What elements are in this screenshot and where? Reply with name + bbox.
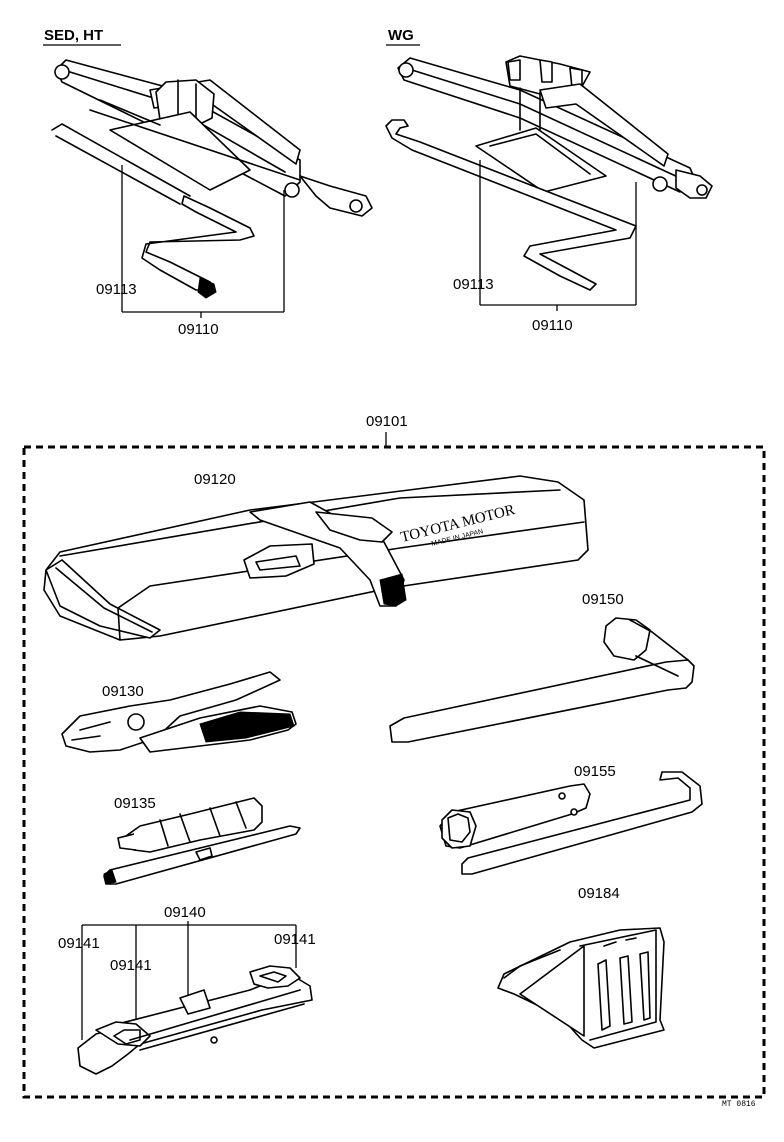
- figure-code: MT 0816: [722, 1100, 756, 1109]
- tool-kit: 09101 09120 TOYOTA MOTOR MADE IN JAPAN 0…: [22, 413, 766, 1099]
- label-09113-left: 09113: [96, 281, 137, 298]
- label-09155: 09155: [574, 763, 616, 780]
- label-09120: 09120: [194, 471, 236, 488]
- wrench-set[interactable]: [77, 965, 313, 1075]
- screwdriver[interactable]: [103, 797, 301, 885]
- label-09141-a: 09141: [58, 935, 100, 952]
- label-09110-left: 09110: [178, 321, 219, 338]
- tool-kit-dashed-frame: [22, 445, 766, 1099]
- label-09113-right: 09113: [453, 276, 494, 293]
- wheel-chock[interactable]: [497, 927, 665, 1049]
- tool-bag[interactable]: TOYOTA MOTOR MADE IN JAPAN: [43, 475, 589, 641]
- scissor-jack-sed-ht[interactable]: [51, 59, 373, 299]
- label-09140: 09140: [164, 904, 206, 921]
- group-wg: WG 09113: [385, 27, 713, 334]
- label-09130: 09130: [102, 683, 144, 700]
- plug-wrench[interactable]: [439, 771, 703, 875]
- label-09184: 09184: [578, 885, 620, 902]
- label-09110-right: 09110: [532, 317, 573, 334]
- label-09141-c: 09141: [274, 931, 316, 948]
- group-sed-ht: SED, HT: [43, 27, 373, 338]
- label-09135: 09135: [114, 795, 156, 812]
- label-09141-b: 09141: [110, 957, 152, 974]
- group-header-wg: WG: [388, 27, 414, 44]
- group-header-sed-ht: SED, HT: [44, 27, 103, 44]
- scissor-jack-wg[interactable]: [385, 55, 713, 291]
- label-09150: 09150: [582, 591, 624, 608]
- label-09101: 09101: [366, 413, 408, 430]
- pliers[interactable]: [61, 671, 297, 753]
- wheel-nut-wrench[interactable]: [389, 617, 695, 743]
